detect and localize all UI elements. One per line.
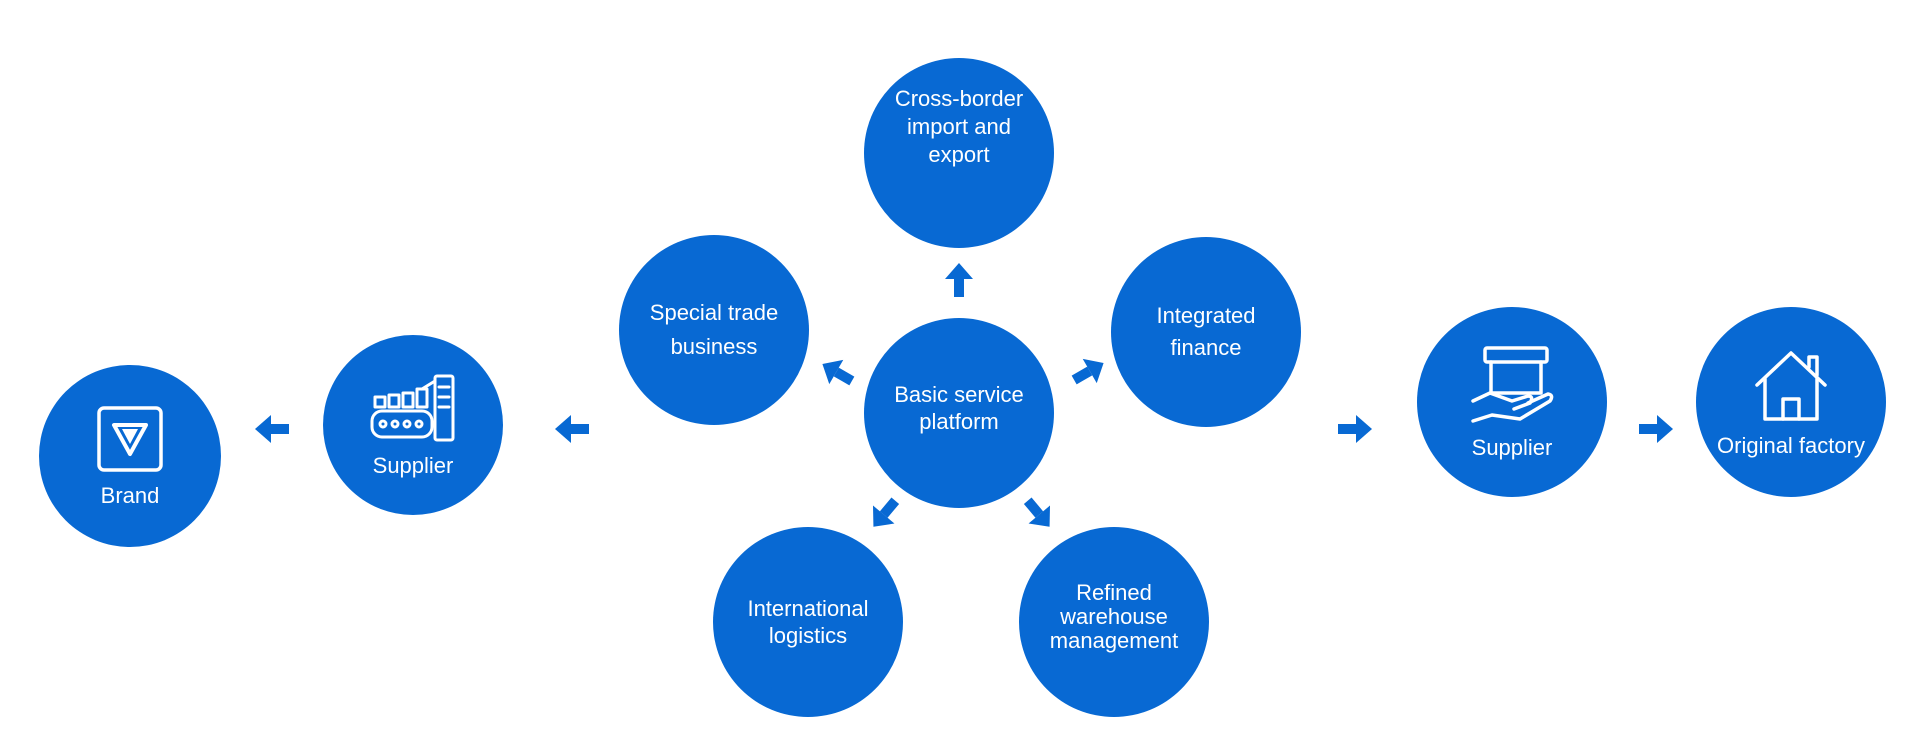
- international-logistics-node: International logistics: [713, 527, 903, 717]
- refined-warehouse-node: Refined warehouse management: [1019, 527, 1209, 717]
- original-factory-label: Original factory: [1717, 432, 1865, 458]
- box-in-hand-icon: [1471, 345, 1554, 423]
- special-trade-node: Special trade business: [619, 235, 809, 425]
- arrow-to-integrated-finance: [1068, 352, 1108, 392]
- arrow-to-brand: [253, 409, 293, 449]
- supplier-left-label: Supplier: [372, 452, 454, 478]
- arrow-to-cross-border: [939, 261, 979, 301]
- arrow-to-special-trade: [818, 353, 858, 393]
- integrated-finance-node: Integrated finance: [1111, 237, 1301, 427]
- international-logistics-label: International logistics: [747, 596, 869, 648]
- supplier-right-node: Supplier: [1417, 307, 1607, 497]
- refined-warehouse-label: Refined warehouse management: [1049, 580, 1179, 653]
- brand-logo-icon: [97, 405, 163, 472]
- arrow-to-international-logistics: [865, 493, 905, 533]
- arrow-to-original-factory: [1635, 409, 1675, 449]
- brand-label: Brand: [100, 482, 160, 508]
- supplier-left-node: Supplier: [323, 335, 503, 515]
- cross-border-label: Cross-border import and export: [894, 86, 1024, 167]
- original-factory-node: Original factory: [1696, 307, 1886, 497]
- arrow-to-supplier-right: [1334, 409, 1374, 449]
- basic-service-label: Basic service platform: [894, 382, 1024, 434]
- supplier-right-label: Supplier: [1471, 434, 1553, 460]
- arrow-to-supplier-left: [553, 409, 593, 449]
- factory-icon: [370, 374, 455, 441]
- house-icon: [1755, 350, 1827, 421]
- special-trade-label: Special trade business: [649, 300, 779, 359]
- brand-node: Brand: [39, 365, 221, 547]
- arrow-to-refined-warehouse: [1018, 493, 1058, 533]
- cross-border-node: Cross-border import and export: [864, 58, 1054, 248]
- integrated-finance-label: Integrated finance: [1156, 303, 1256, 360]
- basic-service-platform-node: Basic service platform: [864, 318, 1054, 508]
